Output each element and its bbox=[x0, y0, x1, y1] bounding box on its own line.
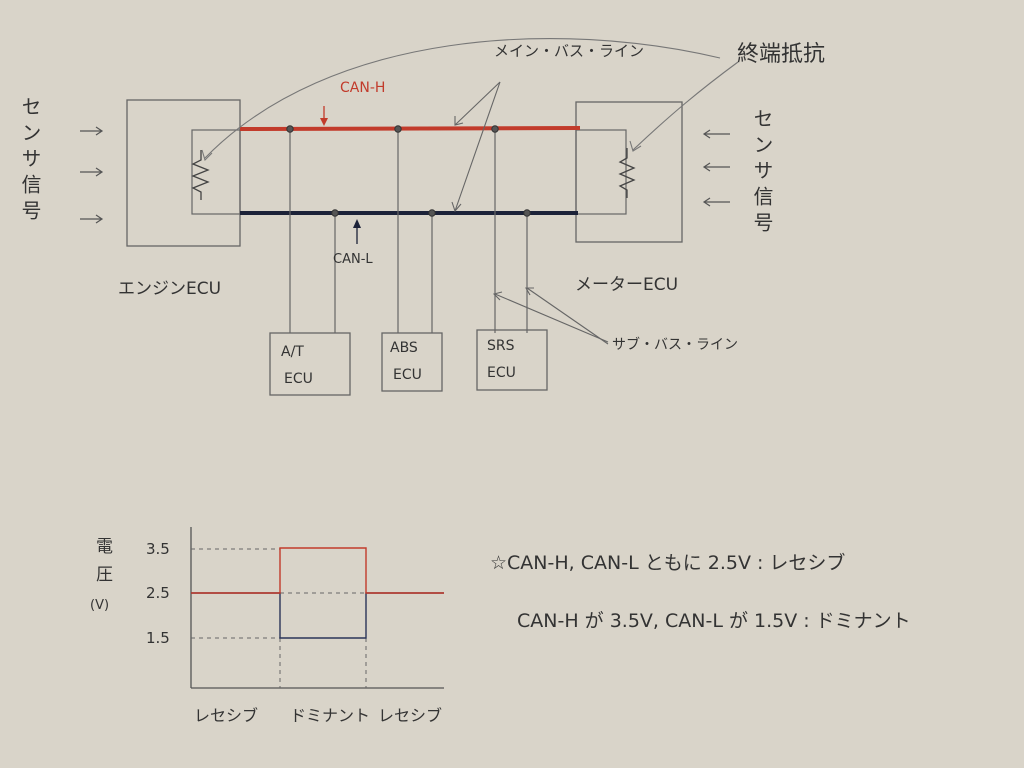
main-bus-arrow-1-head bbox=[454, 116, 464, 126]
srs-ecu-line1: SRS bbox=[487, 338, 515, 354]
x-label-dominant: ドミナント bbox=[290, 706, 371, 725]
terminator-label: 終端抵抗 bbox=[737, 42, 826, 67]
engine-ecu-label: エンジンECU bbox=[118, 279, 222, 299]
main-bus-label: メイン・バス・ライン bbox=[494, 42, 645, 60]
meter-ecu-box bbox=[575, 101, 683, 243]
sensor-arrows-left bbox=[80, 126, 104, 224]
engine-ecu-box bbox=[126, 99, 241, 247]
resistor-left-icon bbox=[191, 150, 210, 200]
main-bus-arrow-2-head bbox=[451, 201, 462, 213]
x-label-recessive-2: レセシブ bbox=[378, 706, 443, 725]
terminator-arrow-left bbox=[204, 38, 721, 159]
srs-ecu-box bbox=[476, 329, 548, 391]
terminator-arrow-right bbox=[632, 61, 739, 151]
resistor-right-icon bbox=[618, 148, 636, 198]
can-h-label: CAN-H bbox=[340, 80, 386, 96]
gridlines bbox=[191, 548, 367, 688]
sub-bus-label: サブ・バス・ライン bbox=[612, 337, 738, 353]
y-tick-2-5: 2.5 bbox=[146, 584, 170, 602]
sub-bus-arrow-1 bbox=[494, 293, 609, 343]
sub-bus-arrow-2-head bbox=[525, 287, 534, 296]
meter-ecu-label: メーターECU bbox=[575, 275, 679, 295]
at-ecu-box bbox=[269, 332, 351, 396]
y-axis-title: 電圧 bbox=[96, 537, 113, 585]
sensor-signal-right: センサ信号 bbox=[750, 108, 774, 238]
terminator-arrow-left-head bbox=[201, 149, 213, 162]
x-label-recessive-1: レセシブ bbox=[194, 706, 259, 725]
sub-bus-arrow-2 bbox=[526, 287, 609, 345]
can-l-label: CAN-L bbox=[333, 252, 373, 267]
meter-ecu-inner-box bbox=[575, 129, 627, 215]
sub-bus-arrow-1-head bbox=[492, 291, 503, 301]
engine-ecu-inner-box bbox=[191, 129, 241, 215]
note-dominant: CAN-H が 3.5V, CAN-L が 1.5V : ドミナント bbox=[517, 610, 911, 632]
sub-bus-lines bbox=[289, 129, 528, 333]
can-h-arrow-head bbox=[320, 118, 328, 126]
y-tick-3-5: 3.5 bbox=[146, 540, 170, 558]
terminator-arrow-right-head bbox=[629, 140, 642, 152]
y-tick-1-5: 1.5 bbox=[146, 629, 170, 647]
voltage-graph bbox=[190, 527, 444, 689]
can-l-series-line bbox=[191, 592, 444, 639]
can-h-main-line bbox=[239, 126, 581, 131]
abs-ecu-line2: ECU bbox=[393, 367, 422, 383]
at-ecu-line2: ECU bbox=[284, 371, 313, 387]
main-bus-arrow-2 bbox=[454, 81, 501, 212]
y-axis-unit: (V) bbox=[90, 598, 110, 613]
sensor-signal-left: センサ信号 bbox=[18, 96, 42, 226]
can-h-series-line bbox=[191, 547, 444, 594]
sensor-arrows-right bbox=[702, 129, 730, 207]
at-ecu-line1: A/T bbox=[281, 344, 304, 360]
abs-ecu-box bbox=[381, 332, 443, 392]
junction-dots bbox=[286, 125, 531, 217]
can-l-arrow-head bbox=[353, 219, 361, 228]
srs-ecu-line2: ECU bbox=[487, 365, 516, 381]
abs-ecu-line1: ABS bbox=[390, 340, 418, 356]
note-recessive: ☆CAN-H, CAN-L ともに 2.5V : レセシブ bbox=[490, 552, 846, 574]
main-bus-arrow-1 bbox=[454, 81, 501, 126]
